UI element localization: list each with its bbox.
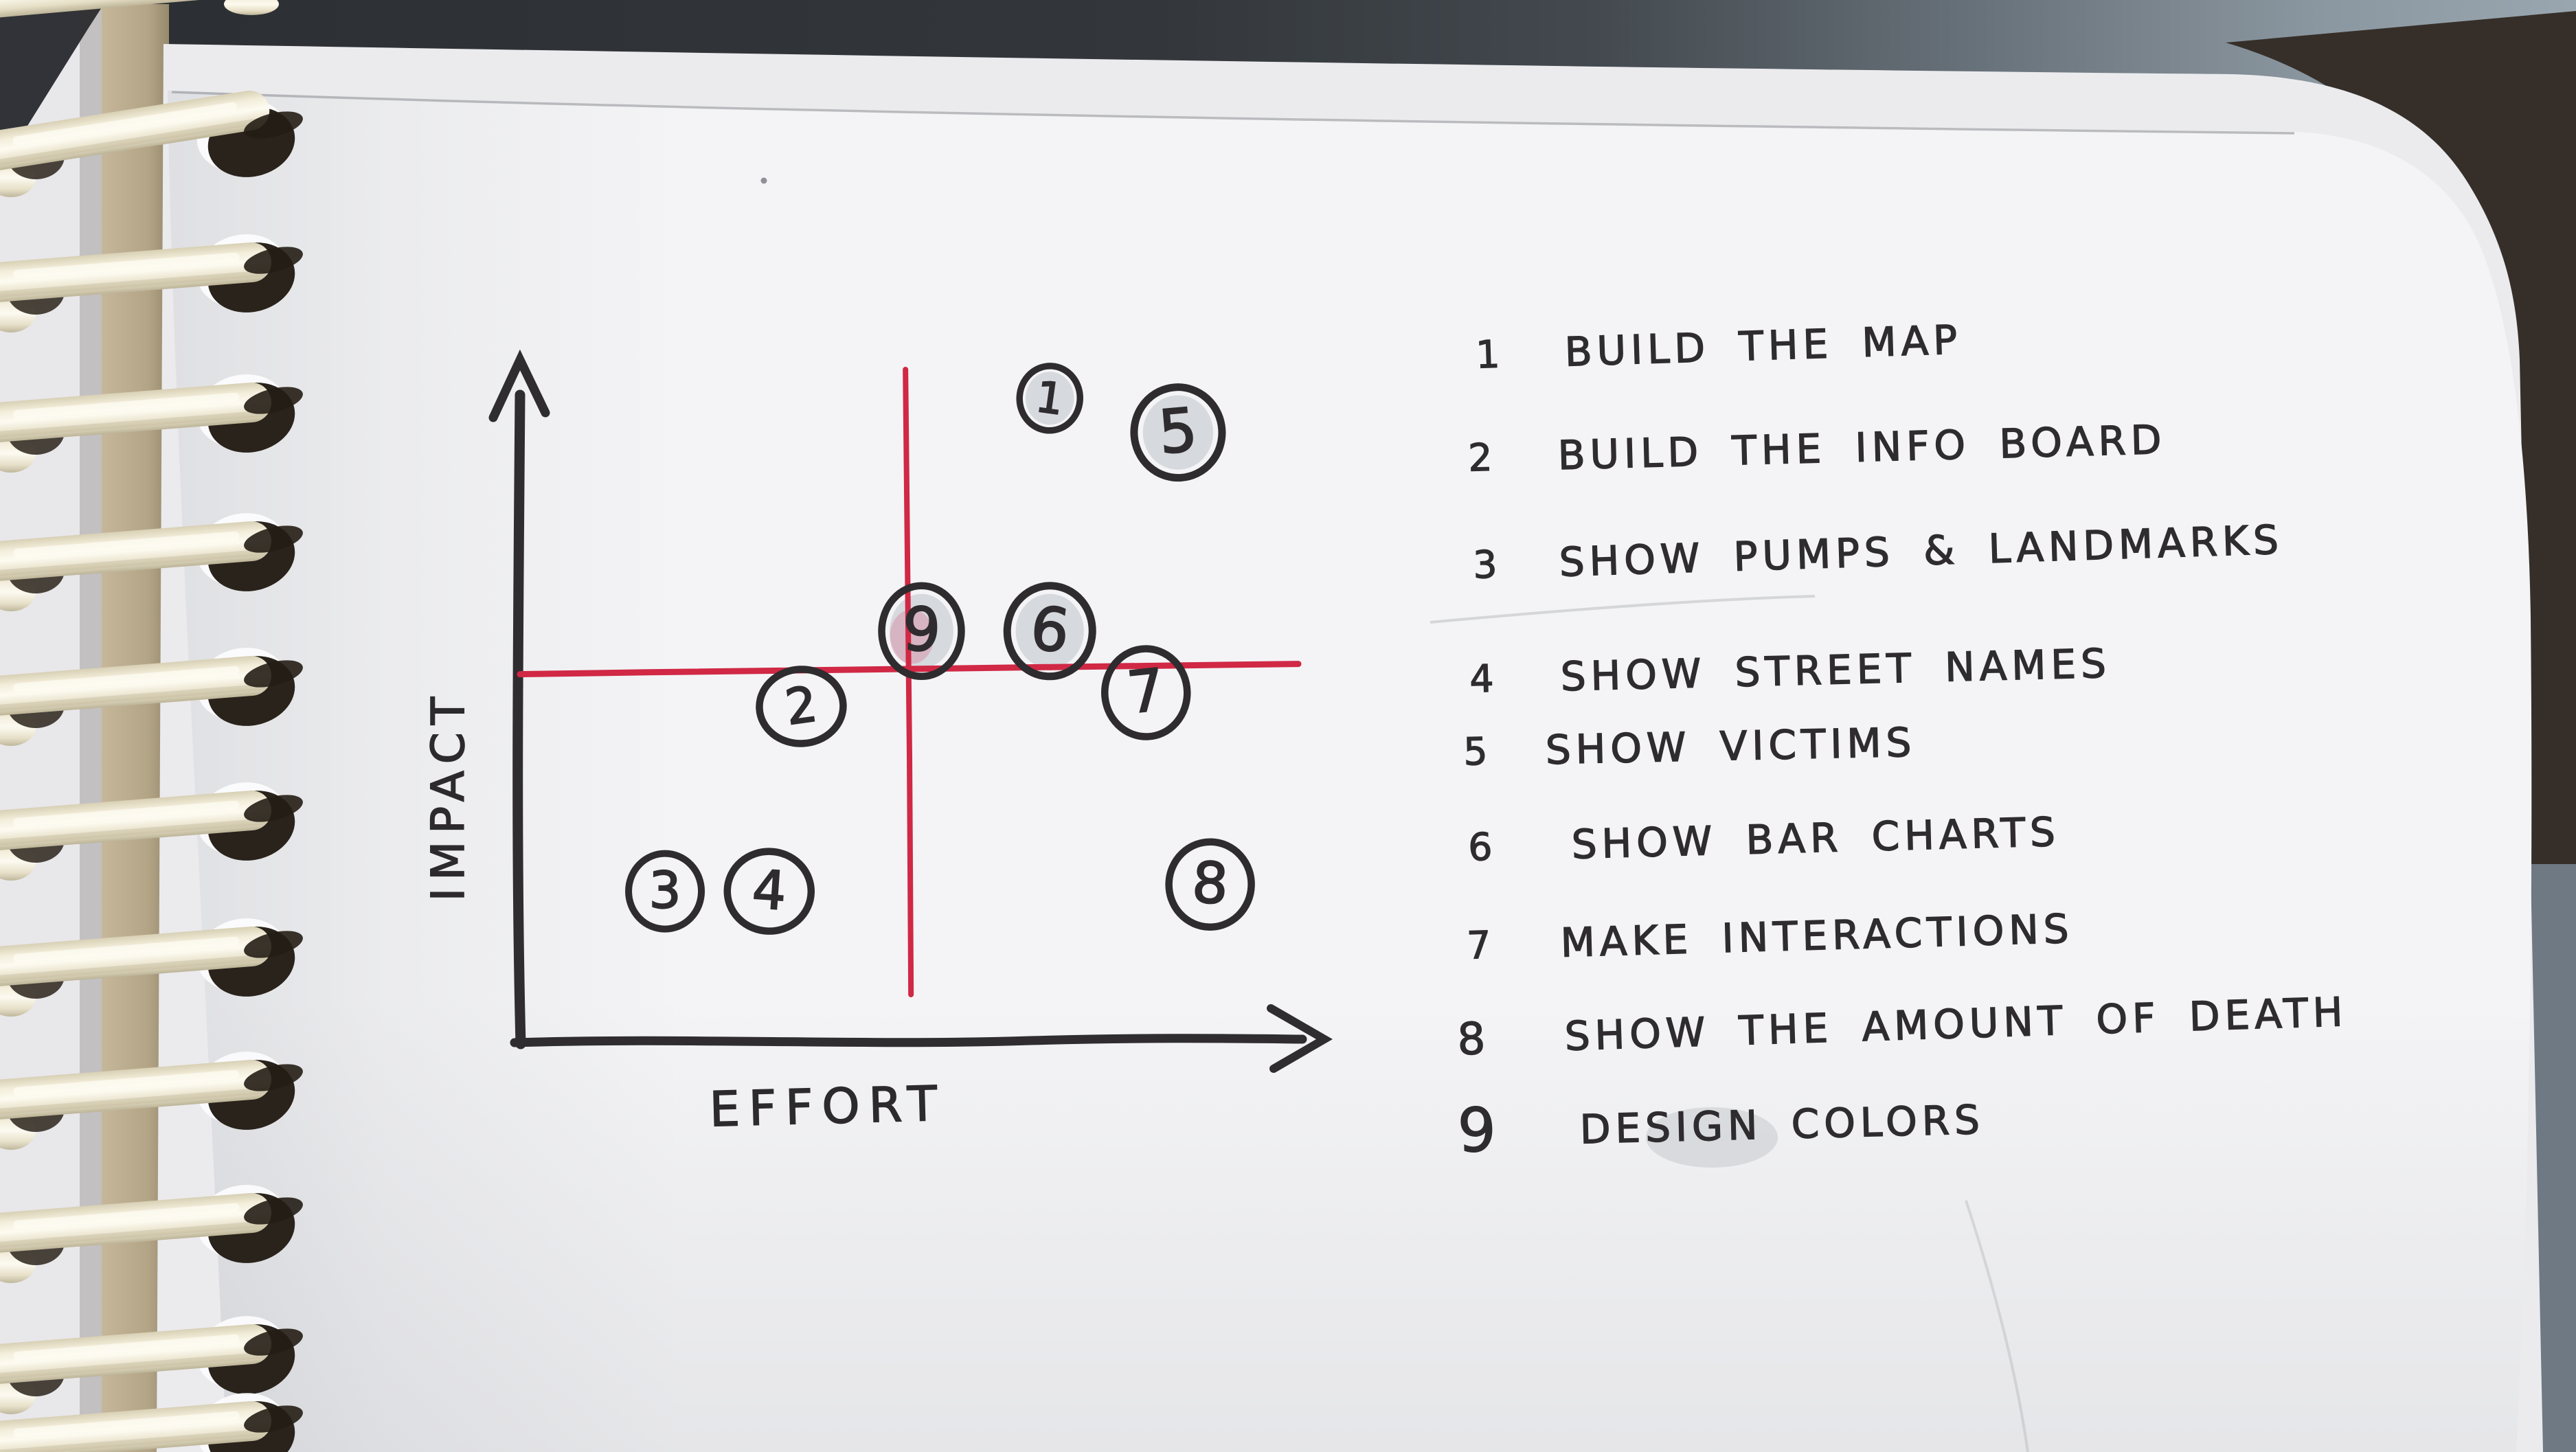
point-circle [625, 850, 705, 933]
task-number: 4 [1469, 657, 1495, 701]
spiral-ring [0, 374, 303, 473]
hole-inner-shadow [244, 795, 303, 822]
task-number: 3 [1472, 543, 1498, 587]
y-axis-line [512, 389, 526, 1050]
task-number: 9 [1457, 1094, 1497, 1166]
spiral-ring [0, 1052, 303, 1150]
point-number: 7 [1124, 656, 1167, 727]
y-axis-label: IMPACT [422, 690, 475, 901]
hole-inner-shadow [244, 247, 303, 274]
point-number: 3 [649, 862, 681, 920]
paper-crease [1430, 595, 1816, 624]
spiral-ring [0, 782, 303, 881]
ring-coil [0, 1059, 272, 1121]
ring-coil [0, 521, 272, 582]
spiral-ring [0, 918, 303, 1017]
task-item: 5 SHOW VICTIMS [1462, 718, 1917, 774]
ring-coil [0, 382, 272, 444]
paper-crease [1965, 1200, 2029, 1452]
front-sheet-top-edge [171, 91, 2295, 135]
hole-inner-shadow [244, 931, 303, 958]
point-number: 8 [1190, 850, 1230, 918]
chart-point: 8 [1165, 838, 1255, 931]
graphite-smudge [1646, 1107, 1778, 1168]
ring-coil [0, 655, 272, 717]
spiral-ring [0, 648, 303, 746]
point-number: 5 [1156, 394, 1200, 467]
spiral-ring [0, 234, 303, 332]
hole-inner-shadow [244, 525, 303, 553]
x-axis-arrow-icon [1267, 1004, 1333, 1073]
spiral-ring [0, 1316, 303, 1414]
y-axis-arrow-icon [488, 349, 550, 422]
front-sheet-shade-bottom [168, 91, 2532, 1452]
task-number: 1 [1475, 332, 1500, 377]
task-number: 8 [1456, 1014, 1486, 1065]
hole-inner-shadow [244, 1405, 303, 1433]
chart-point: 9 [878, 582, 965, 681]
y-axis: IMPACT [421, 349, 550, 1050]
chart-point: 3 [625, 850, 705, 933]
task-number: 2 [1468, 435, 1493, 480]
task-label: SHOW VICTIMS [1545, 719, 1917, 773]
task-item: 1 BUILD THE MAP [1475, 316, 1963, 378]
chart-point: 7 [1101, 645, 1191, 740]
point-shading [890, 372, 1214, 668]
chart-point: 4 [723, 848, 815, 935]
task-number: 6 [1468, 825, 1493, 870]
impact-threshold-line [517, 661, 1302, 678]
notebook-pages [157, 44, 2543, 1452]
point-circle [1165, 838, 1255, 931]
ring-coil [0, 1192, 272, 1254]
point-number: 4 [750, 859, 788, 922]
chart-point: 6 [1003, 582, 1096, 681]
task-label: SHOW PUMPS & LANDMARKS [1559, 517, 2284, 586]
hole-inner-shadow [244, 111, 303, 139]
ring-coil [0, 1400, 272, 1452]
spiral-ring [0, 1393, 303, 1452]
ring-coil [0, 1324, 272, 1385]
point-circle [1003, 582, 1096, 681]
point-number: 6 [1027, 593, 1073, 667]
point-circle [1101, 645, 1191, 740]
pencil-shading [1015, 593, 1084, 668]
point-circle [1016, 363, 1083, 434]
spiral-ring [0, 513, 303, 611]
task-label: BUILD THE MAP [1564, 316, 1963, 375]
x-axis-line [510, 1034, 1307, 1047]
task-item: 9 DESIGN COLORS [1456, 1094, 1986, 1167]
spiral-rings [0, 0, 303, 1452]
task-number: 5 [1463, 729, 1488, 774]
hole-inner-shadow [244, 387, 303, 414]
spiral-ring [0, 90, 303, 197]
ring-coil [0, 90, 270, 172]
point-circle [1130, 383, 1226, 482]
pencil-shading [1026, 372, 1074, 425]
pencil-shading [1142, 395, 1214, 470]
hole-inner-shadow [244, 1064, 303, 1091]
corner-desk-shadow [0, 0, 106, 154]
point-circle [878, 582, 965, 681]
pencil-speck [760, 177, 767, 184]
spiral-ring [0, 1185, 303, 1283]
pink-smudge [890, 609, 934, 664]
x-axis-label: EFFORT [709, 1076, 947, 1138]
hole-inner-shadow [244, 660, 303, 688]
chart-point: 5 [1130, 383, 1226, 482]
spiral-ring [0, 0, 279, 19]
task-item: 3 SHOW PUMPS & LANDMARKS [1472, 516, 2285, 588]
point-number: 9 [901, 594, 942, 666]
ring-coil [0, 242, 272, 304]
task-label: DESIGN COLORS [1579, 1096, 1985, 1153]
point-circle [756, 666, 847, 747]
point-circle [723, 848, 815, 935]
hole-inner-shadow [244, 1328, 303, 1356]
hole-inner-shadow [244, 1197, 303, 1225]
ring-coil [0, 926, 272, 988]
ring-coil [0, 790, 272, 852]
task-number: 7 [1467, 923, 1492, 968]
x-axis: EFFORT [510, 1004, 1333, 1138]
